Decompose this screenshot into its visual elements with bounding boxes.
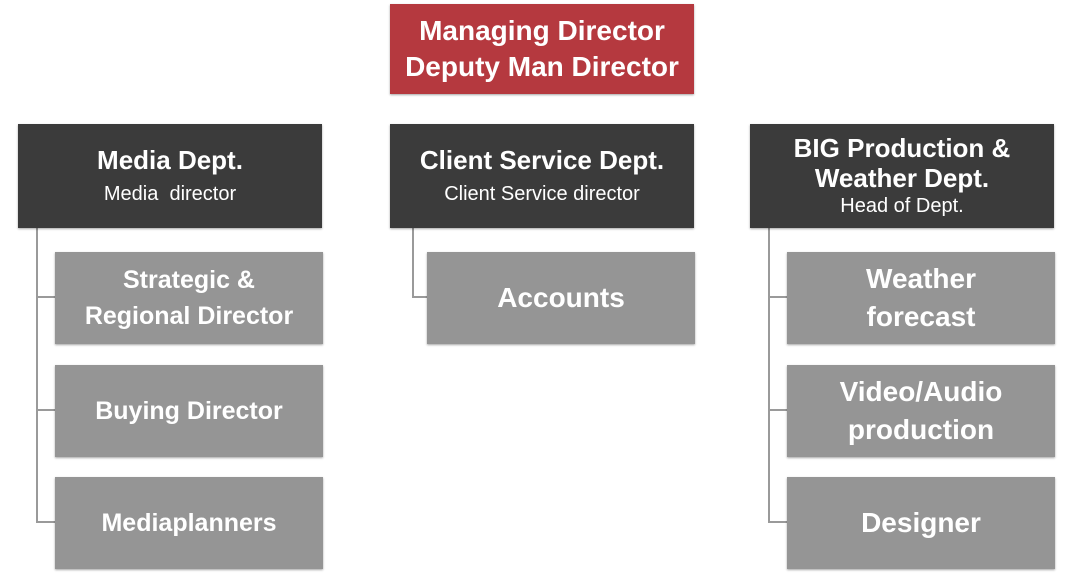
video-audio-production-box: Video/Audio production [787,365,1055,457]
production-weather-dept-title-line1: BIG Production & [793,133,1011,163]
strategic-regional-line1: Strategic & [123,266,255,294]
designer-box: Designer [787,477,1055,569]
production-weather-dept-box: BIG Production & Weather Dept. Head of D… [750,124,1054,228]
accounts-box: Accounts [427,252,695,344]
production-connector-branch-2 [768,409,788,411]
media-connector-branch-2 [36,409,56,411]
mediaplanners-label: Mediaplanners [101,509,277,537]
media-connector-branch-1 [36,296,56,298]
production-weather-dept-title-line2: Weather Dept. [814,163,990,193]
client-connector-branch-1 [412,296,428,298]
media-connector-branch-3 [36,521,56,523]
production-connector-branch-1 [768,296,788,298]
managing-director-box: Managing Director Deputy Man Director [390,4,694,94]
managing-director-title: Managing Director [419,15,665,46]
production-connector-vertical [768,228,770,523]
deputy-director-title: Deputy Man Director [405,51,679,82]
mediaplanners-box: Mediaplanners [55,477,323,569]
client-service-dept-box: Client Service Dept. Client Service dire… [390,124,694,228]
media-dept-title: Media Dept. [97,145,243,175]
client-connector-vertical [412,228,414,298]
buying-director-box: Buying Director [55,365,323,457]
client-service-dept-title: Client Service Dept. [419,145,665,175]
media-dept-box: Media Dept. Media director [18,124,322,228]
designer-label: Designer [861,507,981,538]
client-service-dept-head: Client Service director [444,183,640,205]
weather-forecast-box: Weather forecast [787,252,1055,344]
video-audio-line1: Video/Audio [839,376,1003,407]
strategic-regional-line2: Regional Director [84,302,294,330]
buying-director-label: Buying Director [95,397,283,425]
weather-forecast-line1: Weather [866,263,976,294]
video-audio-line2: production [847,414,995,445]
production-weather-dept-head: Head of Dept. [840,195,964,217]
weather-forecast-line2: forecast [866,301,976,332]
production-connector-branch-3 [768,521,788,523]
strategic-regional-director-box: Strategic & Regional Director [55,252,323,344]
media-dept-head: Media director [103,183,237,205]
media-connector-vertical [36,228,38,522]
accounts-label: Accounts [497,282,625,313]
